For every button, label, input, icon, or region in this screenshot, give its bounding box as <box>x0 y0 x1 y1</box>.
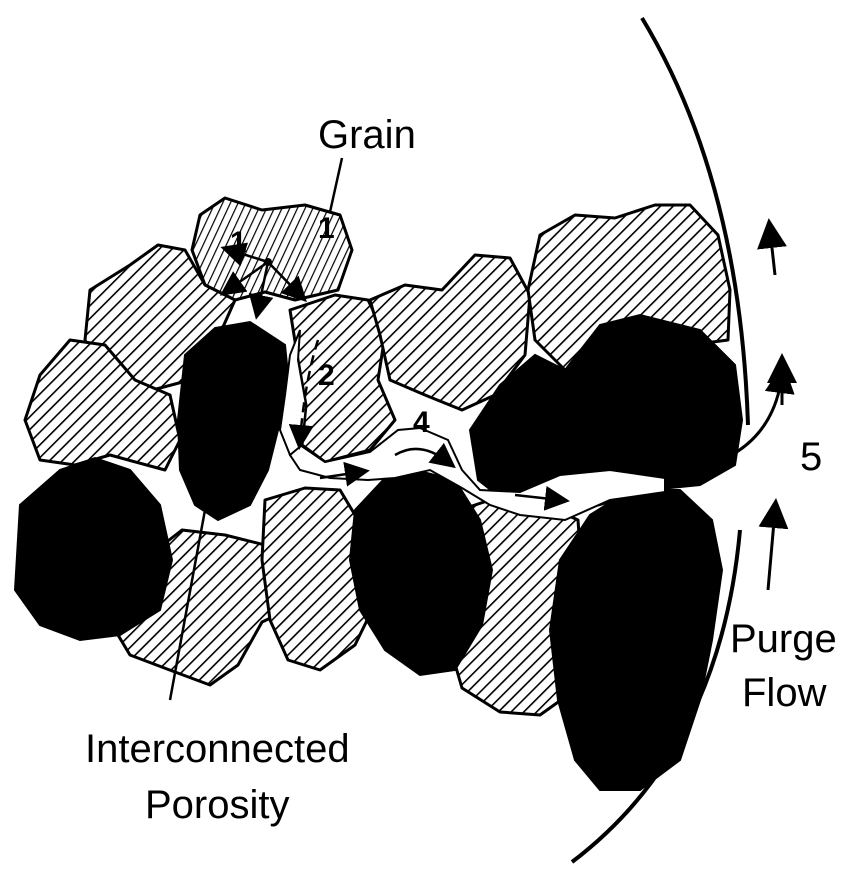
dark-grain-mid-left <box>178 322 290 520</box>
porosity-label-line1: Interconnected <box>85 727 350 771</box>
dark-grain-bottom-right <box>550 490 722 790</box>
step-label-2: 2 <box>318 359 335 392</box>
step1-origin-dot <box>264 258 272 266</box>
porosity-label-line2: Porosity <box>145 783 290 827</box>
purge-label-line2: Flow <box>742 671 827 715</box>
grain-label: Grain <box>318 113 416 157</box>
step-label-5: 5 <box>800 435 822 479</box>
step-label-1: 1 <box>230 226 247 259</box>
grain-leader-line <box>330 158 342 212</box>
purge-flow-arrows <box>768 230 782 590</box>
purge-arrow-top <box>770 230 775 275</box>
step-label-1b: 1 <box>318 212 335 245</box>
dark-grain-left <box>15 458 172 640</box>
step-label-4: 4 <box>413 406 430 439</box>
dark-grain-center <box>350 470 492 675</box>
purge-arrow-low <box>768 510 775 590</box>
purge-label-line1: Purge <box>730 617 837 661</box>
